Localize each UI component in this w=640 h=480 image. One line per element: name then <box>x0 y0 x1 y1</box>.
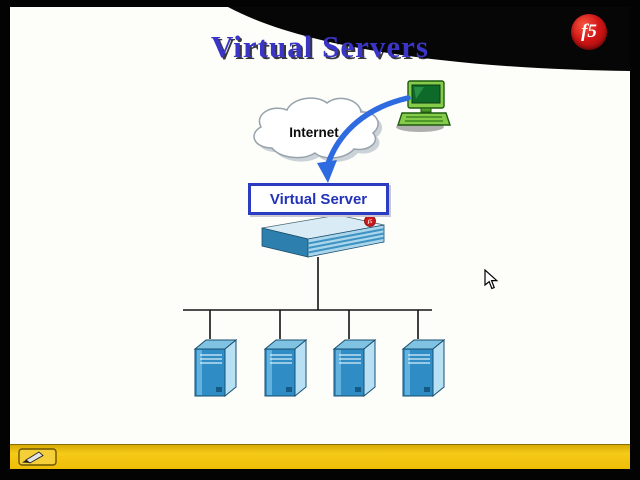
internet-cloud-icon: Internet <box>253 97 383 162</box>
pool-server-icon <box>193 338 238 398</box>
slide-canvas: Virtual Servers f5 Internet <box>10 7 630 469</box>
traffic-arrow-icon <box>317 95 411 183</box>
network-lines <box>183 257 432 339</box>
pool-server-icon <box>263 338 308 398</box>
virtual-server-label: Virtual Server <box>269 190 368 208</box>
mouse-cursor-icon <box>484 269 499 290</box>
corner-swoosh-decoration <box>228 7 630 71</box>
f5-logo-text: f5 <box>581 21 597 42</box>
slide-title: Virtual Servers <box>211 29 429 64</box>
appliance-badge: f5 <box>368 219 373 225</box>
internet-label: Internet <box>289 125 339 140</box>
client-computer-icon <box>396 80 451 132</box>
bottom-tool-bar <box>10 444 630 469</box>
virtual-server-box: Virtual Server <box>248 183 389 215</box>
bigip-appliance-icon: f5 <box>261 214 385 258</box>
f5-logo: f5 <box>571 14 607 50</box>
pool-server-icon <box>401 338 446 398</box>
pool-server-icon <box>332 338 377 398</box>
pen-tool-icon[interactable] <box>18 448 58 466</box>
